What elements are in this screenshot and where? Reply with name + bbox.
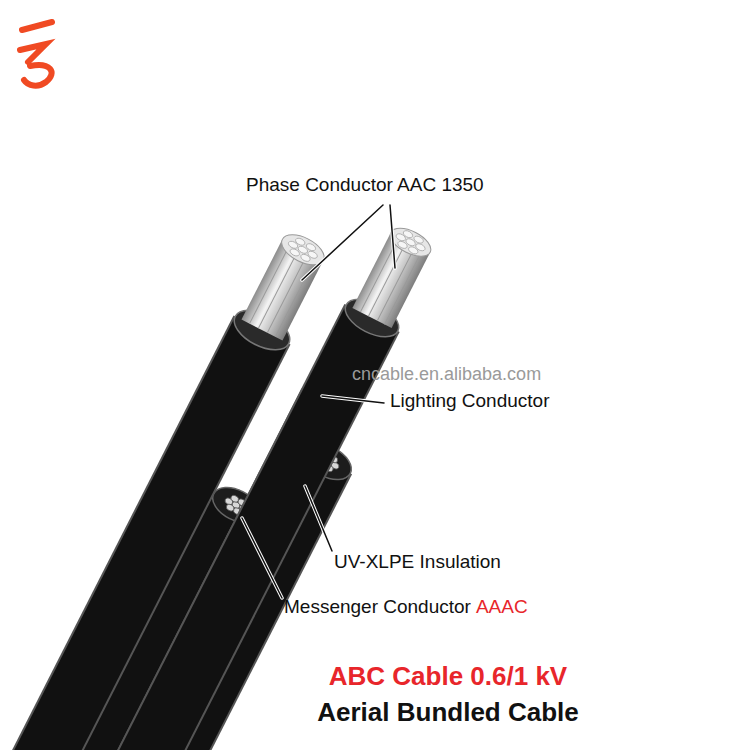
part-label: Phase Conductor AAC 1350	[246, 174, 484, 197]
watermark: cncable.en.alibaba.com	[352, 364, 541, 386]
part-label: Messenger Conductor	[284, 596, 471, 619]
part-label: UV-XLPE Insulation	[334, 551, 501, 574]
leader-lines	[242, 205, 395, 598]
material-label: AAAC	[476, 596, 528, 619]
diagram-caption: Aerial Bundled Cable	[317, 697, 579, 728]
diagram-title: ABC Cable 0.6/1 kV	[329, 661, 567, 692]
brand-logo	[20, 22, 52, 86]
part-label: Lighting Conductor	[390, 390, 550, 413]
